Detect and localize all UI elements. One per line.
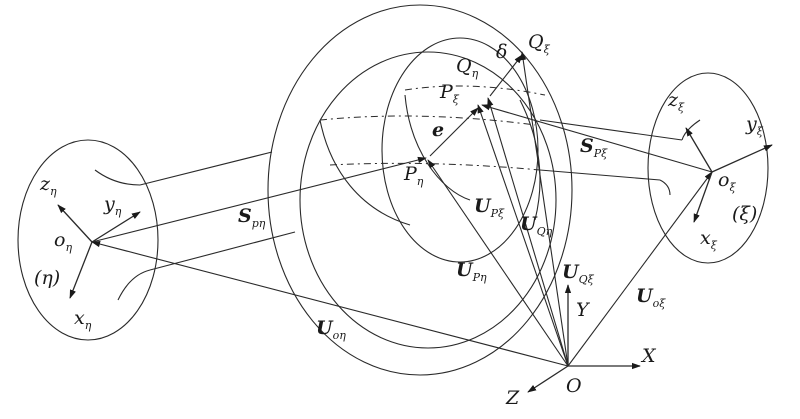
- eta-shaft-line-2: [149, 231, 296, 271]
- label-y-xi: yξ: [745, 113, 764, 138]
- label-Y: Y: [576, 299, 591, 321]
- label-Q-xi: Qξ: [528, 31, 551, 56]
- label-U-o-eta: Uoη: [316, 317, 346, 342]
- y-xi-axis: [711, 144, 773, 173]
- x-eta-axis: [69, 241, 93, 299]
- middle-gear-circle: [299, 51, 557, 349]
- U-P-eta-vector: [427, 159, 569, 367]
- U-o-xi-vector: [567, 171, 713, 367]
- label-O: O: [566, 375, 582, 397]
- label-e: e: [432, 119, 444, 141]
- relative-vectors: [91, 54, 713, 243]
- S-p-eta-vector: [91, 156, 427, 243]
- label-x-eta: xη: [74, 307, 92, 332]
- eta-shaft-end-ellipse: [17, 139, 159, 341]
- x-xi-axis: [693, 171, 713, 223]
- inner-gear-circle: [381, 37, 539, 263]
- shaft-eta: [17, 139, 296, 341]
- xi-shaft-line-1: [539, 119, 683, 141]
- label-eta-frame: (η): [34, 267, 60, 289]
- label-U-P-xi: UPξ: [474, 195, 505, 220]
- S-P-xi-vector: [481, 104, 713, 173]
- shaft-xi: [539, 72, 769, 264]
- label-U-Q-xi: UQξ: [562, 261, 595, 286]
- label-z-eta: zη: [39, 173, 57, 198]
- delta-vector: [489, 54, 523, 97]
- local-frame-eta: [57, 204, 141, 299]
- labels: Qξ δ Qη Pξ e Pη SPξ Spη UPξ UQη UPη UQξ …: [34, 31, 764, 409]
- xi-shaft-end-ellipse: [647, 72, 769, 264]
- label-xi-frame: (ξ): [732, 203, 757, 225]
- label-P-eta: Pη: [403, 163, 424, 188]
- gear-body: [267, 4, 573, 376]
- label-o-xi: oξ: [718, 169, 736, 194]
- label-X: X: [640, 345, 657, 367]
- eta-shaft-curve-bottom: [117, 269, 151, 301]
- local-frame-xi: [685, 127, 773, 223]
- xi-shaft-line-2: [539, 169, 661, 181]
- label-z-xi: zξ: [667, 89, 685, 114]
- z-eta-axis: [57, 204, 93, 243]
- U-o-eta-vector: [91, 240, 569, 367]
- gear-arc-left: [319, 119, 411, 226]
- label-S-P-xi: SPξ: [580, 135, 608, 160]
- global-frame: [527, 284, 641, 393]
- label-x-xi: xξ: [700, 227, 718, 252]
- gear-chord-mid: [404, 85, 546, 96]
- U-P-xi-vector: [477, 104, 569, 367]
- eta-shaft-curve-top: [94, 169, 141, 186]
- U-Q-xi-vector: [520, 51, 569, 367]
- label-y-eta: yη: [103, 193, 122, 218]
- label-Z: Z: [505, 387, 520, 409]
- U-Q-eta-vector: [487, 97, 569, 367]
- z-xi-axis: [685, 127, 713, 173]
- label-Q-eta: Qη: [456, 55, 479, 80]
- label-o-eta: oη: [54, 229, 72, 254]
- e-vector: [429, 107, 479, 157]
- outer-gear-circle: [267, 4, 573, 376]
- label-P-xi: Pξ: [439, 81, 460, 106]
- label-S-p-eta: Spη: [238, 205, 266, 230]
- label-U-P-eta: UPη: [456, 259, 487, 284]
- gear-chord-top: [319, 115, 536, 126]
- label-U-Q-eta: UQη: [520, 213, 553, 238]
- position-vectors: [91, 51, 713, 367]
- label-delta: δ: [496, 41, 507, 63]
- gear-arc-right: [519, 99, 541, 221]
- label-U-o-xi: Uoξ: [636, 285, 666, 310]
- xi-shaft-curve-bottom: [659, 179, 671, 196]
- y-eta-axis: [91, 211, 141, 243]
- Z-axis: [527, 365, 569, 393]
- eta-shaft-line-1: [139, 151, 273, 186]
